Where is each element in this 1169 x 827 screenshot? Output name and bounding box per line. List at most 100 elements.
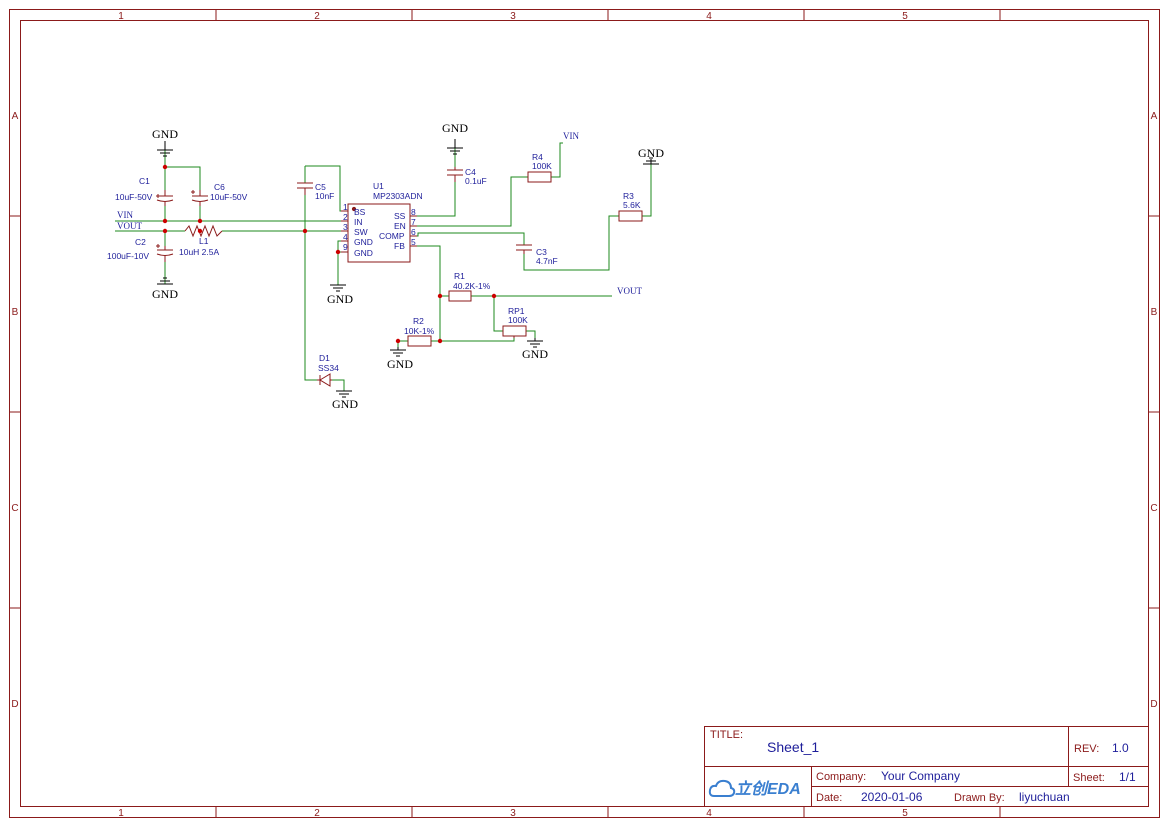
col-label-top: 2 (314, 11, 320, 22)
gnd-label-r3: GND (638, 146, 664, 160)
date-value: 2020-01-06 (861, 790, 923, 804)
pin-num: 1 (343, 202, 348, 212)
title-block (704, 726, 1149, 807)
gnd-label-r2: GND (387, 357, 413, 371)
pin-num: 6 (411, 227, 416, 237)
resistor-r3 (618, 210, 643, 222)
resistor-r2 (407, 335, 432, 347)
diode-d1 (317, 373, 332, 387)
net-label-vin-r4: VIN (563, 131, 579, 141)
gnd-symbol-u1 (330, 284, 346, 292)
pin-name: GND (354, 248, 373, 258)
drawn-label: Drawn By: (954, 792, 1005, 804)
pin-name: FB (394, 241, 405, 251)
component-labels: C1 10uF-50V C6 10uF-50V C2 100uF-10V L1 … (107, 152, 641, 373)
gnd-symbol-c1 (157, 141, 173, 157)
drawn-value: liyuchuan (1019, 790, 1070, 804)
c3-ref: C3 (536, 247, 547, 257)
logo-text: 立创EDA (735, 780, 801, 798)
r1-ref: R1 (454, 271, 465, 281)
sheet-label: Sheet: (1073, 772, 1105, 784)
junction-dot (437, 338, 443, 344)
pin-name: IN (354, 217, 363, 227)
date-label: Date: (816, 792, 842, 804)
pin-num: 5 (411, 237, 416, 247)
col-label-bottom: 3 (510, 808, 516, 819)
junction-dot (302, 228, 308, 234)
col-label-top: 4 (706, 11, 712, 22)
capacitor-c2 (156, 246, 174, 262)
row-label-left: C (11, 503, 18, 514)
l1-ref: L1 (199, 236, 209, 246)
col-label-bottom: 1 (118, 808, 124, 819)
net-labels: VIN VOUT VIN VOUT (117, 131, 642, 296)
capacitor-c5 (297, 182, 313, 195)
junction-dot (395, 338, 401, 344)
r3-value: 5.6K (623, 200, 641, 210)
title-block-text: TITLE: Sheet_1 REV: 1.0 立创EDA Company: Y… (710, 729, 1136, 804)
c5-value: 10nF (315, 191, 334, 201)
capacitor-c6 (191, 190, 209, 206)
c4-value: 0.1uF (465, 176, 487, 186)
row-label-left: B (12, 307, 19, 318)
pin-num: 2 (343, 212, 348, 222)
row-label-right: D (1150, 699, 1157, 710)
net-label-vout-left: VOUT (117, 221, 142, 231)
r3-ref: R3 (623, 191, 634, 201)
capacitor-c4 (447, 167, 463, 182)
junctions (162, 164, 497, 344)
pin-num: 3 (343, 222, 348, 232)
junction-dot (162, 164, 168, 170)
col-label-bottom: 4 (706, 808, 712, 819)
ground-symbols (157, 139, 659, 398)
net-label-vin-left: VIN (117, 210, 133, 220)
gnd-symbol-c2 (157, 277, 173, 285)
u1-part: MP2303ADN (373, 191, 423, 201)
frame-labels: 1 2 3 4 5 1 2 3 4 5 A B C D A B C D (11, 11, 1157, 819)
gnd-symbol-r3 (643, 157, 659, 165)
d1-ref: D1 (319, 353, 330, 363)
pin-num: 9 (343, 242, 348, 252)
pin-name: SS (394, 211, 406, 221)
r2-ref: R2 (413, 316, 424, 326)
pin-name: GND (354, 237, 373, 247)
c6-value: 10uF-50V (210, 192, 248, 202)
row-label-left: A (12, 111, 19, 122)
gnd-symbol-rp1 (527, 338, 543, 348)
col-label-top: 1 (118, 11, 124, 22)
capacitor-c3 (516, 244, 532, 254)
resistor-r4 (527, 171, 552, 183)
gnd-label-rp1: GND (522, 347, 548, 361)
rp1-ref: RP1 (508, 306, 525, 316)
title-value: Sheet_1 (767, 739, 819, 755)
r4-value: 100K (532, 161, 552, 171)
gnd-label-c2: GND (152, 287, 178, 301)
r2-value: 10K-1% (404, 326, 435, 336)
components (156, 167, 643, 387)
gnd-label-c4: GND (442, 121, 468, 135)
potentiometer-rp1 (502, 325, 527, 338)
r1-value: 40.2K-1% (453, 281, 491, 291)
ic-u1-body (341, 203, 417, 263)
junction-dot (162, 228, 168, 234)
row-label-right: B (1151, 307, 1158, 318)
col-label-bottom: 5 (902, 808, 908, 819)
gnd-label-c1: GND (152, 127, 178, 141)
gnd-symbol-d1 (336, 390, 352, 398)
rev-label: REV: (1074, 743, 1099, 755)
c6-ref: C6 (214, 182, 225, 192)
junction-dot (335, 249, 341, 255)
c1-value: 10uF-50V (115, 192, 153, 202)
title-label: TITLE: (710, 729, 743, 741)
pin-name: BS (354, 207, 366, 217)
pin-num: 8 (411, 207, 416, 217)
col-label-bottom: 2 (314, 808, 320, 819)
c2-value: 100uF-10V (107, 251, 149, 261)
c2-ref: C2 (135, 237, 146, 247)
gnd-symbol-c4 (447, 139, 463, 155)
net-label-vout-fb: VOUT (617, 286, 642, 296)
resistor-r1 (448, 290, 472, 302)
company-label: Company: (816, 771, 866, 783)
row-label-right: C (1150, 503, 1157, 514)
c3-value: 4.7nF (536, 256, 558, 266)
